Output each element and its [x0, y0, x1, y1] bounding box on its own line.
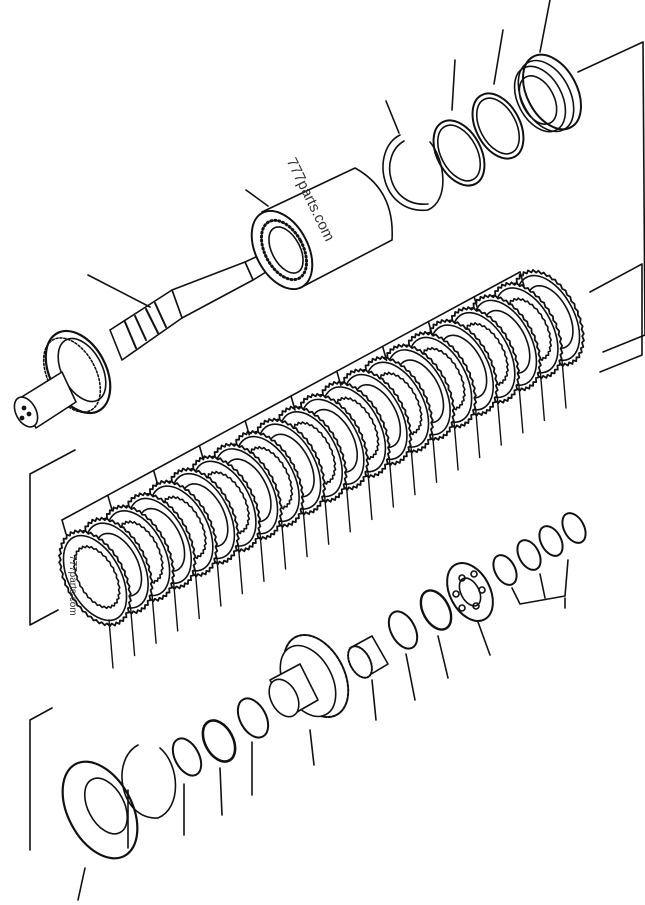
needle-bearing [347, 635, 389, 721]
washer-lower-3 [236, 697, 270, 796]
leader-line [475, 408, 481, 459]
seal-ring-upper-2 [471, 29, 525, 160]
snap-ring-upper [382, 100, 444, 211]
leader-line [216, 557, 222, 607]
leader-line [431, 433, 438, 483]
washer-lower-1 [171, 737, 203, 836]
clutch-pack [58, 269, 585, 669]
bracket-tick [244, 419, 250, 436]
seal-rings-lower [492, 512, 587, 609]
end-plate [61, 760, 139, 901]
bracket-tick [198, 444, 205, 461]
thrust-washer [419, 589, 453, 679]
bracket-tick [290, 395, 296, 411]
leader-line [496, 396, 502, 446]
leader-line [539, 371, 546, 422]
spacer-ring [387, 610, 419, 701]
ball-bearing [446, 562, 494, 656]
bracket-tick [61, 519, 67, 535]
bracket-tick [335, 370, 342, 387]
clutch-piston [513, 0, 582, 133]
leader-line [561, 359, 567, 409]
leader-line [108, 619, 114, 669]
leader-line [410, 446, 416, 496]
clutch-disc [58, 529, 132, 627]
leader-line [367, 470, 373, 521]
output-shaft [13, 255, 267, 429]
leader-line [518, 384, 524, 434]
leader-line [172, 582, 179, 632]
group-bracket-top [577, 41, 645, 353]
snap-ring-lower [121, 744, 177, 849]
watermark-small: 777parts.com [67, 555, 78, 616]
clutch-drum [245, 167, 393, 291]
leader-line [388, 458, 395, 508]
leader-line [302, 507, 308, 558]
bracket-tick [152, 469, 159, 486]
leader-line [237, 545, 244, 595]
group-bracket-bottom [29, 707, 53, 851]
bracket-tick [473, 295, 480, 312]
leader-line [151, 594, 157, 644]
group-bracket-clutch-pack [29, 263, 643, 626]
clutch-hub-gear [268, 633, 350, 766]
leader-line [280, 520, 287, 570]
leader-line [324, 495, 330, 545]
leader-line [259, 532, 265, 582]
seal-ring-upper-1 [432, 59, 486, 187]
leader-line [345, 483, 351, 533]
leader-line [453, 421, 459, 471]
bracket-tick [427, 320, 434, 337]
bracket-tick [107, 494, 113, 511]
bracket-tick [519, 271, 525, 287]
bracket-tick [381, 345, 388, 362]
washer-lower-2 [201, 719, 237, 816]
leader-line [129, 606, 136, 657]
leader-line [194, 569, 201, 620]
